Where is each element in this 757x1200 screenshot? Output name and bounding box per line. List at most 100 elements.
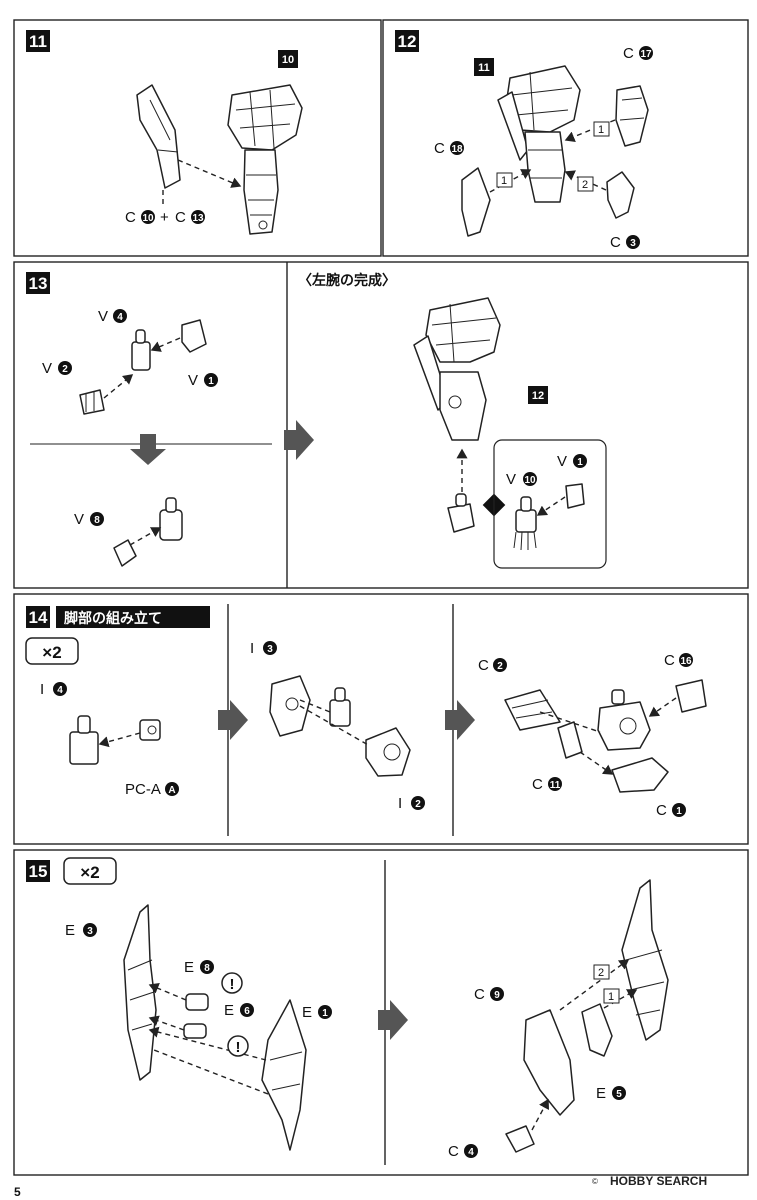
step-number: 11 xyxy=(29,32,47,51)
part-number: 1 xyxy=(322,1008,328,1019)
caution-icon xyxy=(227,1035,249,1057)
multiplier: ×2 xyxy=(42,643,61,662)
order-tag: 2 xyxy=(598,967,604,979)
cover-part-c3-illustration xyxy=(606,171,635,219)
panel-step-11 xyxy=(13,19,382,257)
part-letter: C xyxy=(125,209,136,226)
part-number: 2 xyxy=(415,799,421,810)
part-letter: E xyxy=(65,922,75,939)
step-number-badge xyxy=(26,860,50,882)
part-number: 4 xyxy=(117,312,123,323)
part-letter: C xyxy=(478,657,489,674)
hand-with-wrist-illustration xyxy=(113,497,183,567)
part-letter: C xyxy=(175,209,186,226)
part-number: 4 xyxy=(57,685,63,696)
part-number: 6 xyxy=(244,1006,250,1017)
step-title-bar xyxy=(56,606,210,628)
target-number: 12 xyxy=(532,390,544,402)
panel-step-15 xyxy=(13,849,749,1176)
part-letter: I xyxy=(250,640,254,657)
part-number: 8 xyxy=(94,515,100,526)
step-number: 13 xyxy=(29,274,48,293)
part-number: 11 xyxy=(550,780,561,791)
shoulder-part-illustration xyxy=(136,84,181,189)
step-number: 14 xyxy=(29,608,48,627)
part-number: A xyxy=(168,785,175,796)
plus-sign: + xyxy=(160,209,169,226)
part-letter: I xyxy=(40,681,44,698)
part-number: 3 xyxy=(87,926,93,937)
part-letter: E xyxy=(596,1085,606,1102)
cover-part-c18-illustration xyxy=(461,167,491,237)
part-number: 1 xyxy=(676,806,682,817)
part-letter: E xyxy=(302,1004,312,1021)
part-letter: I xyxy=(398,795,402,812)
part-number: 13 xyxy=(192,213,204,224)
next-arrow-icon xyxy=(378,1000,408,1040)
panel-step-14 xyxy=(13,593,749,845)
part-letter: V xyxy=(42,360,52,377)
order-tag: 2 xyxy=(582,179,588,191)
lower-leg-armor-illustration xyxy=(123,904,307,1151)
order-tag: 1 xyxy=(608,991,614,1003)
part-letter: C xyxy=(664,652,675,669)
leg-joint-illustration xyxy=(69,715,161,765)
leg-assembly-illustration xyxy=(505,879,669,1153)
part-letter: E xyxy=(224,1002,234,1019)
part-letter: V xyxy=(188,372,198,389)
watermark-copyright: © xyxy=(592,1177,598,1186)
arm-assembly-illustration xyxy=(497,65,581,203)
part-number: 18 xyxy=(451,144,463,155)
part-number: 1 xyxy=(208,376,214,387)
step-number-badge xyxy=(26,272,50,294)
target-badge xyxy=(528,386,548,404)
target-number: 10 xyxy=(282,54,294,66)
option-box xyxy=(493,439,607,569)
hip-joint-illustration xyxy=(269,675,411,777)
part-number: 4 xyxy=(468,1147,474,1158)
part-letter: V xyxy=(74,511,84,528)
part-letter: C xyxy=(656,802,667,819)
part-number: 10 xyxy=(524,475,536,486)
step-number-badge xyxy=(26,30,50,52)
completed-left-arm-illustration xyxy=(413,297,501,441)
next-arrow-icon xyxy=(445,700,475,740)
part-letter: C xyxy=(610,234,621,251)
multiplier: ×2 xyxy=(80,863,99,882)
hand-illustration xyxy=(447,493,475,533)
part-letter: C xyxy=(532,776,543,793)
part-number: 17 xyxy=(640,49,652,60)
part-letter: V xyxy=(98,308,108,325)
target-badge xyxy=(474,58,494,76)
part-number: 5 xyxy=(616,1089,622,1100)
caution-mark: ! xyxy=(230,976,235,993)
step-number: 15 xyxy=(29,862,48,881)
multiplier-badge xyxy=(25,637,79,665)
panel-step-12 xyxy=(382,19,749,257)
next-arrow-icon xyxy=(218,700,248,740)
next-arrow-icon xyxy=(284,420,314,460)
part-letter: V xyxy=(557,453,567,470)
page-number: 5 xyxy=(14,1185,21,1199)
part-number: 3 xyxy=(630,238,636,249)
caution-icon xyxy=(221,972,243,994)
target-number: 11 xyxy=(478,62,490,74)
part-number: 1 xyxy=(577,457,583,468)
part-number: 16 xyxy=(680,656,692,667)
part-number: 2 xyxy=(62,364,68,375)
part-number: 2 xyxy=(497,661,503,672)
down-arrow-icon xyxy=(130,434,166,465)
part-number: 10 xyxy=(142,213,154,224)
part-letter: C xyxy=(623,45,634,62)
order-tag: 1 xyxy=(598,124,604,136)
section-title: 〈左腕の完成〉 xyxy=(298,272,396,289)
part-letter: C xyxy=(474,986,485,1003)
cover-part-c17-illustration xyxy=(615,85,649,147)
step-number-badge xyxy=(26,606,50,628)
panel-step-13 xyxy=(13,261,749,589)
part-letter: E xyxy=(184,959,194,976)
arm-assembly-illustration xyxy=(227,84,303,235)
part-letter: C xyxy=(448,1143,459,1160)
hand-joint-illustration xyxy=(79,319,207,415)
